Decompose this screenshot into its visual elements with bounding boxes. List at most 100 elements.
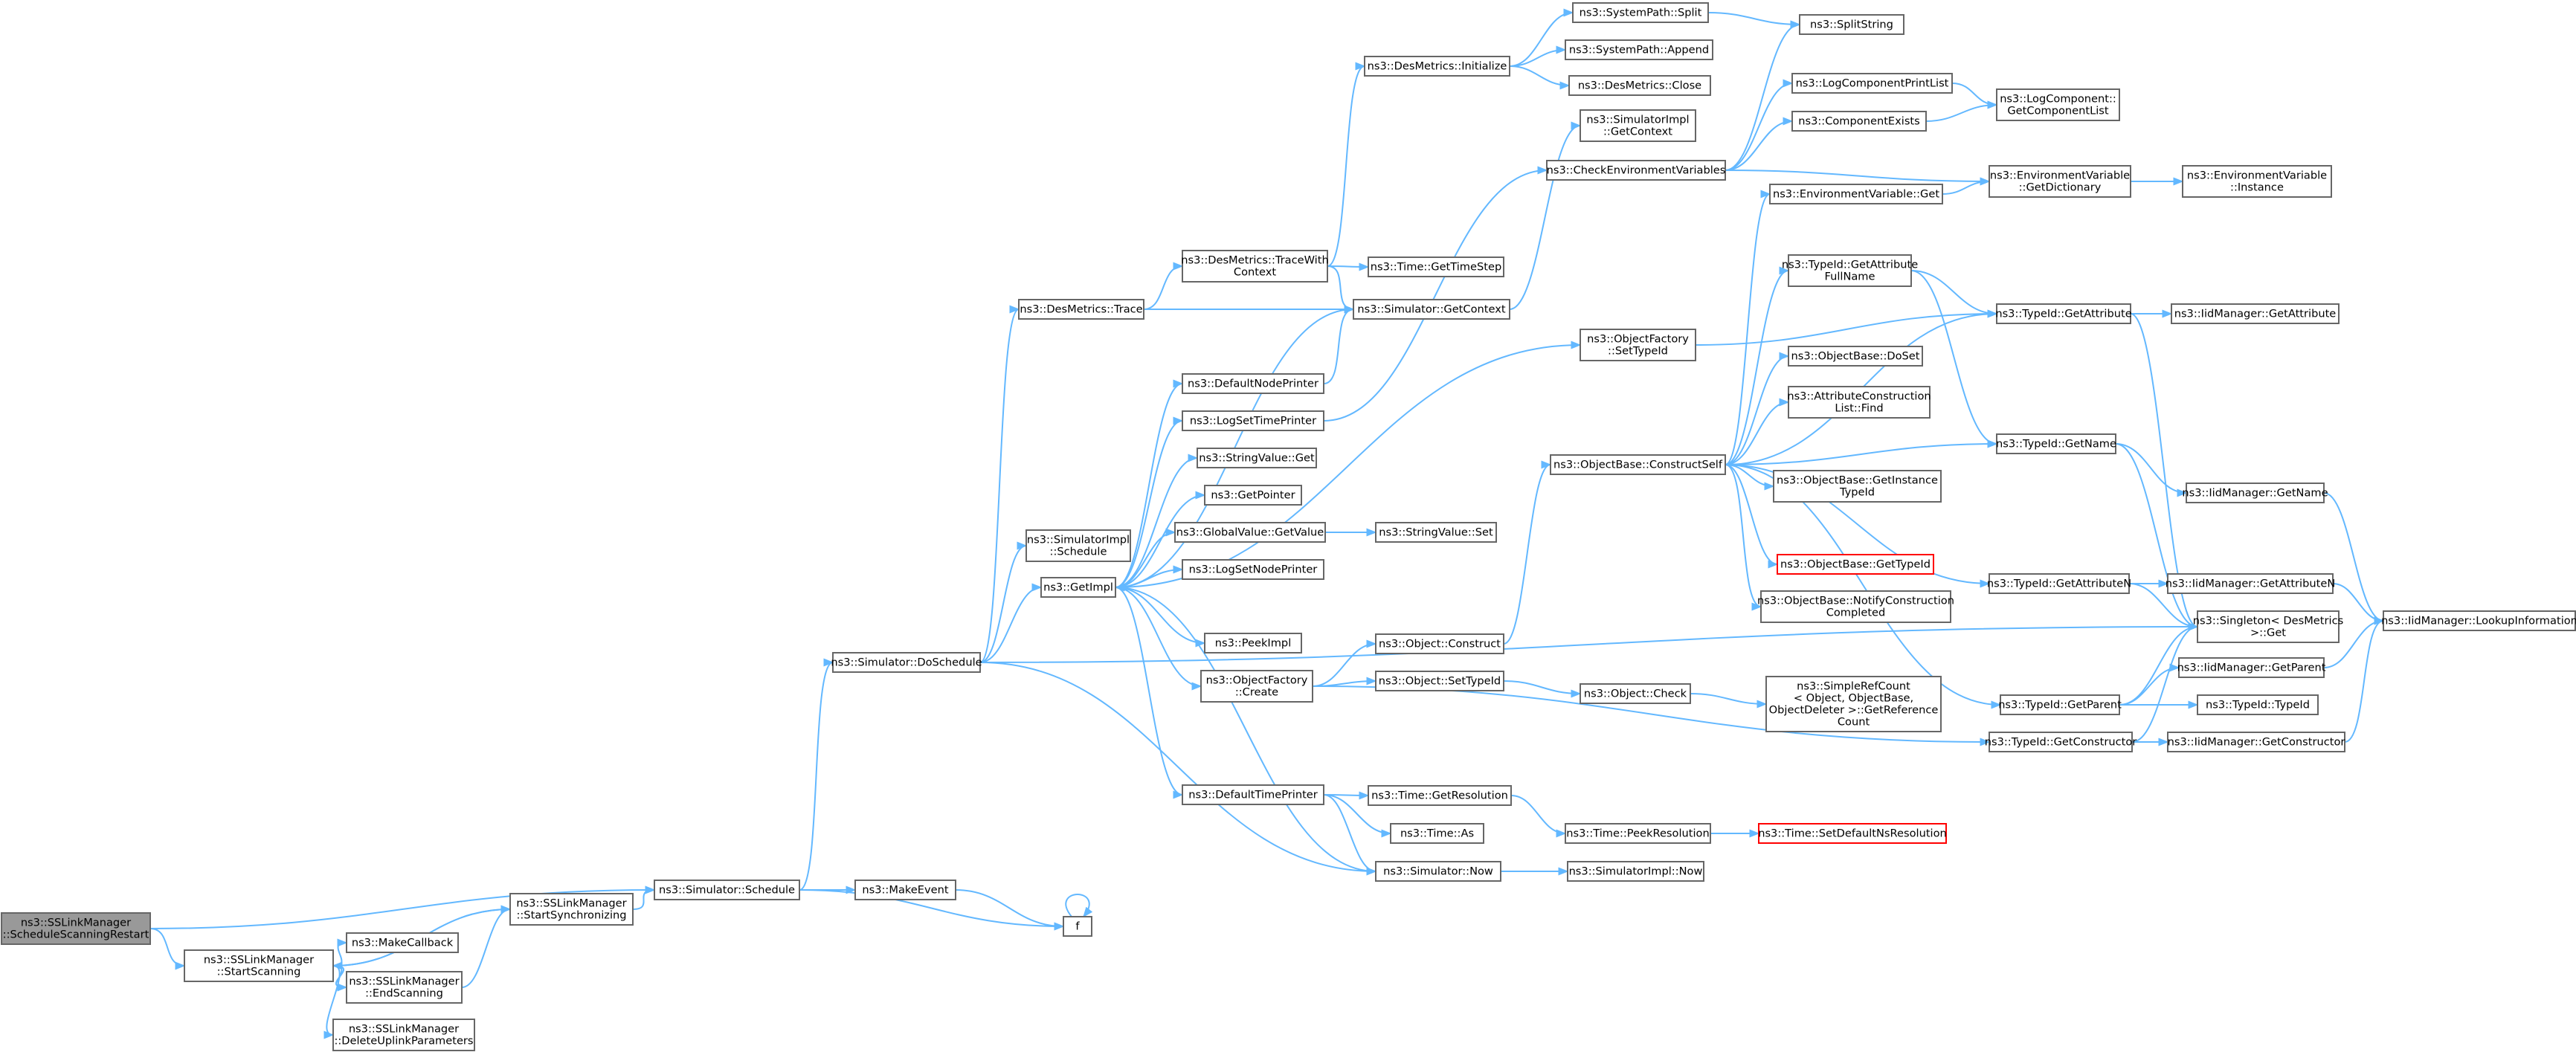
node-log-set-time-printer[interactable]: ns3::LogSetTimePrinter: [1182, 410, 1324, 431]
node-type-id-get-attribute[interactable]: ns3::TypeId::GetAttribute: [1995, 303, 2132, 324]
node-box: [1200, 670, 1313, 703]
edge-log-component-print-list-to-log-component-get-list: [1951, 83, 1998, 109]
node-time-as[interactable]: ns3::Time::As: [1390, 823, 1484, 844]
node-box: [1375, 522, 1497, 543]
edge-time-get-resolution-to-time-peek-resolution: [1510, 795, 1567, 838]
node-box: [2171, 303, 2340, 324]
node-des-close[interactable]: ns3::DesMetrics::Close: [1568, 75, 1711, 96]
node-label: ns3::CheckEnvironmentVariables: [1547, 164, 1726, 177]
node-log-component-get-list[interactable]: ns3::LogComponent::GetComponentList: [1996, 88, 2120, 121]
node-split-string[interactable]: ns3::SplitString: [1799, 14, 1904, 35]
node-label: ::SetTypeId: [1608, 345, 1668, 358]
node-iid-get-parent[interactable]: ns3::IidManager::GetParent: [2177, 657, 2326, 678]
node-get-impl[interactable]: ns3::GetImpl: [1040, 577, 1116, 598]
node-label: ns3::SSLinkManager: [516, 897, 626, 910]
node-des-initialize[interactable]: ns3::DesMetrics::Initialize: [1364, 56, 1510, 77]
node-root[interactable]: ns3::SSLinkManager::ScheduleScanningRest…: [1, 912, 151, 945]
node-sim-now[interactable]: ns3::Simulator::Now: [1375, 861, 1501, 882]
node-make-event[interactable]: ns3::MakeEvent: [854, 880, 956, 900]
node-box: [1758, 823, 1947, 844]
node-type-id-get-parent[interactable]: ns3::TypeId::GetParent: [1998, 694, 2122, 715]
node-label: ns3::Time::GetTimeStep: [1371, 261, 1501, 274]
node-sys-path-append[interactable]: ns3::SystemPath::Append: [1565, 39, 1713, 60]
node-peek-impl[interactable]: ns3::PeekImpl: [1204, 633, 1302, 654]
node-time-get-time-step[interactable]: ns3::Time::GetTimeStep: [1368, 256, 1504, 277]
node-env-var-instance[interactable]: ns3::EnvironmentVariable::Instance: [2182, 165, 2332, 198]
node-log-component-print-list[interactable]: ns3::LogComponentPrintList: [1791, 73, 1953, 94]
node-label: ns3::ObjectFactory: [1587, 333, 1689, 346]
node-component-exists[interactable]: ns3::ComponentExists: [1791, 111, 1927, 132]
node-type-id-type-id[interactable]: ns3::TypeId::TypeId: [2197, 694, 2319, 715]
node-do-schedule[interactable]: ns3::Simulator::DoSchedule: [831, 652, 982, 673]
node-label: GetComponentList: [2007, 105, 2109, 117]
node-get-pointer[interactable]: ns3::GetPointer: [1204, 485, 1302, 506]
node-type-id-get-constructor[interactable]: ns3::TypeId::GetConstructor: [1985, 732, 2137, 752]
node-label: ns3::ObjectBase::GetTypeId: [1780, 558, 1931, 571]
node-default-time-printer[interactable]: ns3::DefaultTimePrinter: [1182, 784, 1324, 805]
node-des-trace[interactable]: ns3::DesMetrics::Trace: [1018, 299, 1144, 320]
node-start-scanning[interactable]: ns3::SSLinkManager::StartScanning: [184, 949, 334, 982]
node-delete-uplink[interactable]: ns3::SSLinkManager::DeleteUplinkParamete…: [332, 1019, 475, 1051]
edge-sim-get-context-to-sim-impl-get-context: [1509, 121, 1582, 310]
node-of-set-type-id[interactable]: ns3::ObjectFactory::SetTypeId: [1580, 329, 1696, 361]
node-check-env-vars[interactable]: ns3::CheckEnvironmentVariables: [1546, 160, 1726, 181]
node-label: ns3::TypeId::GetAttributeN: [1987, 578, 2131, 590]
node-env-var-get[interactable]: ns3::EnvironmentVariable::Get: [1769, 184, 1943, 204]
edge-construct-self-to-object-base-do-set: [1725, 352, 1790, 465]
node-sys-path-split[interactable]: ns3::SystemPath::Split: [1572, 2, 1709, 23]
edge-default-node-printer-to-sim-get-context: [1323, 305, 1355, 384]
node-sim-get-context[interactable]: ns3::Simulator::GetContext: [1353, 299, 1510, 320]
node-label: ns3::Singleton< DesMetrics: [2193, 615, 2343, 627]
node-label: ns3::Simulator::Schedule: [659, 884, 795, 897]
node-f[interactable]: f: [1063, 916, 1092, 937]
node-log-set-node-printer[interactable]: ns3::LogSetNodePrinter: [1182, 559, 1324, 580]
node-box: [1182, 373, 1324, 394]
node-box: [332, 1019, 475, 1051]
node-set-default-ns-resolution[interactable]: ns3::Time::SetDefaultNsResolution: [1758, 823, 1947, 844]
node-iid-get-attribute-n[interactable]: ns3::IidManager::GetAttributeN: [2166, 573, 2336, 594]
node-default-node-printer[interactable]: ns3::DefaultNodePrinter: [1182, 373, 1324, 394]
node-string-value-get[interactable]: ns3::StringValue::Get: [1197, 448, 1317, 468]
edge-iid-get-name-to-iid-lookup-information: [2323, 492, 2385, 625]
node-string-value-set[interactable]: ns3::StringValue::Set: [1375, 522, 1497, 543]
node-object-base-do-set[interactable]: ns3::ObjectBase::DoSet: [1788, 346, 1923, 367]
node-construct-self[interactable]: ns3::ObjectBase::ConstructSelf: [1550, 454, 1726, 475]
node-object-base-get-type-id[interactable]: ns3::ObjectBase::GetTypeId: [1777, 554, 1934, 575]
node-object-set-type-id[interactable]: ns3::Object::SetTypeId: [1375, 671, 1504, 691]
node-sim-impl-now[interactable]: ns3::SimulatorImpl::Now: [1567, 861, 1704, 882]
node-schedule[interactable]: ns3::Simulator::Schedule: [654, 880, 800, 900]
node-label: Completed: [1826, 607, 1886, 619]
node-start-sync[interactable]: ns3::SSLinkManager::StartSynchronizing: [509, 893, 634, 926]
node-label: ns3::DesMetrics::TraceWith: [1181, 254, 1328, 267]
node-box: [1567, 861, 1704, 882]
node-label: ns3::ObjectBase::ConstructSelf: [1553, 459, 1723, 471]
node-global-value-get-value[interactable]: ns3::GlobalValue::GetValue: [1174, 522, 1326, 543]
edge-f-self-loop: [1065, 894, 1093, 918]
node-object-check[interactable]: ns3::Object::Check: [1580, 683, 1691, 704]
node-type-id-get-attribute-n[interactable]: ns3::TypeId::GetAttributeN: [1987, 573, 2131, 594]
node-iid-get-name[interactable]: ns3::IidManager::GetName: [2182, 483, 2328, 503]
node-iid-lookup-information[interactable]: ns3::IidManager::LookupInformation: [2381, 610, 2576, 631]
node-type-id-get-name[interactable]: ns3::TypeId::GetName: [1996, 433, 2116, 454]
node-time-get-resolution[interactable]: ns3::Time::GetResolution: [1368, 785, 1512, 806]
edge-get-impl-to-get-pointer: [1115, 491, 1206, 588]
node-sim-impl-schedule[interactable]: ns3::SimulatorImpl::Schedule: [1025, 529, 1131, 562]
node-label: ns3::GetPointer: [1211, 489, 1295, 502]
node-singleton-get[interactable]: ns3::Singleton< DesMetrics>::Get: [2193, 610, 2343, 643]
node-object-base-notify[interactable]: ns3::ObjectBase::NotifyConstructionCompl…: [1757, 590, 1954, 623]
node-iid-get-attribute[interactable]: ns3::IidManager::GetAttribute: [2171, 303, 2340, 324]
node-simple-ref-count[interactable]: ns3::SimpleRefCount< Object, ObjectBase,…: [1765, 676, 1942, 732]
node-iid-get-constructor[interactable]: ns3::IidManager::GetConstructor: [2167, 732, 2345, 752]
node-sim-impl-get-context[interactable]: ns3::SimulatorImpl::GetContext: [1580, 109, 1696, 142]
edge-construct-self-to-object-base-get-type-id: [1725, 464, 1779, 569]
node-env-var-get-dictionary[interactable]: ns3::EnvironmentVariable::GetDictionary: [1989, 165, 2131, 198]
node-end-scanning[interactable]: ns3::SSLinkManager::EndScanning: [346, 971, 463, 1004]
node-time-peek-resolution[interactable]: ns3::Time::PeekResolution: [1565, 823, 1711, 844]
node-make-callback[interactable]: ns3::MakeCallback: [346, 932, 459, 953]
node-object-factory-create[interactable]: ns3::ObjectFactory::Create: [1200, 670, 1313, 703]
node-object-construct[interactable]: ns3::Object::Construct: [1375, 633, 1504, 654]
